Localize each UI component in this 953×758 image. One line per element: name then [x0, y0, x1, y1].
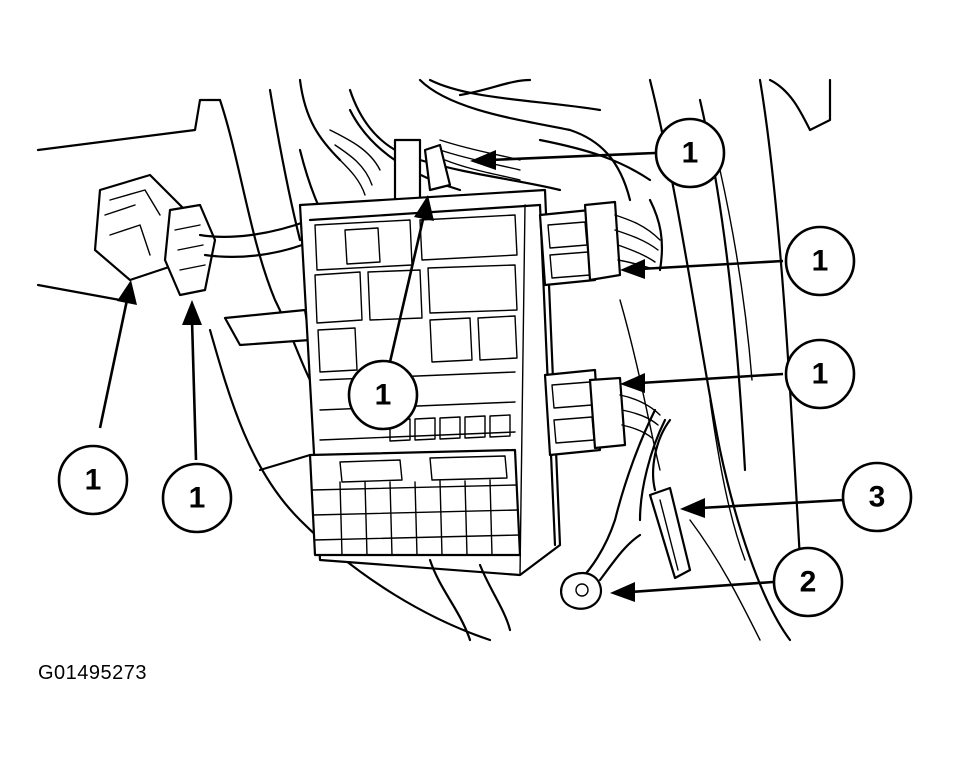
callout-1-top-right: 1	[654, 117, 726, 189]
callout-1-left: 1	[57, 444, 129, 516]
left-connectors	[93, 148, 332, 347]
fuse-box	[298, 188, 562, 642]
svg-text:1: 1	[682, 137, 699, 170]
callout-1-center: 1	[347, 359, 419, 431]
ground-eyelet	[560, 533, 642, 610]
right-connectors	[538, 198, 667, 582]
callout-1-right-lower: 1	[784, 338, 856, 410]
svg-text:1: 1	[812, 245, 829, 278]
callout-1-right-upper: 1	[784, 225, 856, 297]
leader-lines	[98, 150, 844, 602]
svg-text:1: 1	[375, 379, 392, 412]
svg-text:2: 2	[800, 566, 817, 599]
svg-text:1: 1	[812, 358, 829, 391]
svg-text:1: 1	[189, 482, 206, 515]
wiring-harness-top	[329, 78, 652, 202]
callout-2: 2	[772, 546, 844, 618]
pigtail-connector	[648, 418, 692, 580]
figure-id-label: G01495273	[38, 662, 148, 684]
callout-1-left-second: 1	[161, 462, 233, 534]
callout-3: 3	[841, 461, 913, 533]
svg-text:1: 1	[85, 464, 102, 497]
svg-text:3: 3	[869, 481, 886, 514]
body-panel-lines	[36, 78, 832, 642]
